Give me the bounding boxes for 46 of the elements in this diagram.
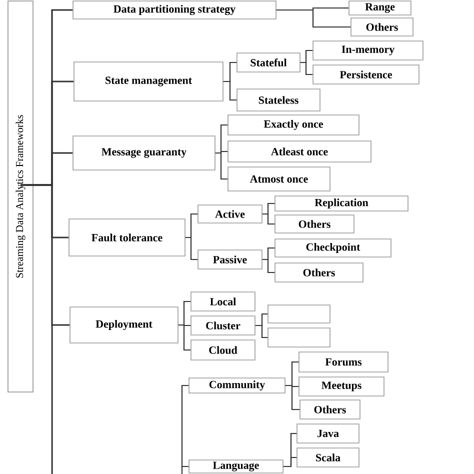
category-box: Others <box>350 18 414 36</box>
category-box: Stateless <box>236 88 320 112</box>
category-box: Cloud <box>190 340 256 360</box>
category-box: In-memory <box>312 40 424 60</box>
category-box: Scala <box>296 448 360 468</box>
category-box: State management <box>74 62 224 102</box>
category-box: Streaming Data Analytics Frameworks <box>8 0 34 392</box>
category-box: Others <box>300 400 360 420</box>
category-box: Community <box>188 378 286 394</box>
category-box: Message guaranty <box>72 136 216 170</box>
category-box: Active <box>198 204 262 224</box>
connector-line <box>285 384 300 410</box>
category-box: Local <box>190 292 256 312</box>
category-box: Persistence <box>312 64 420 84</box>
connector-line <box>255 324 268 338</box>
category-box: Range <box>348 0 412 16</box>
category-box: Others <box>274 262 364 282</box>
empty-box <box>268 304 330 324</box>
connector-line <box>215 152 228 180</box>
empty-box <box>268 328 330 348</box>
connector-line <box>262 258 275 274</box>
connector-line <box>283 456 297 468</box>
category-box: Replication <box>274 196 408 212</box>
category-box: Checkpoint <box>274 238 392 258</box>
category-box: Atleast once <box>228 140 372 162</box>
connector-line <box>276 9 351 28</box>
connector-line <box>262 213 275 225</box>
connector-line <box>181 384 189 468</box>
category-box: Fault tolerance <box>68 218 186 256</box>
category-box: Cluster <box>190 316 256 336</box>
category-box: Stateful <box>236 52 300 72</box>
category-box: Atmost once <box>228 166 330 192</box>
connector-line <box>300 62 313 76</box>
category-box: Java <box>296 424 360 444</box>
category-box: Exactly once <box>228 114 360 136</box>
connector-line <box>185 236 198 260</box>
category-box: Passive <box>198 250 262 270</box>
category-box: Deployment <box>70 306 178 344</box>
category-box: Language <box>188 460 284 474</box>
connector-line <box>178 324 191 351</box>
category-box: Meetups <box>298 376 384 396</box>
connector-line <box>223 80 237 101</box>
category-box: Others <box>274 214 354 234</box>
category-box: Forums <box>298 352 388 372</box>
connector-line <box>20 184 70 326</box>
category-box: Data partitioning strategy <box>72 0 276 20</box>
